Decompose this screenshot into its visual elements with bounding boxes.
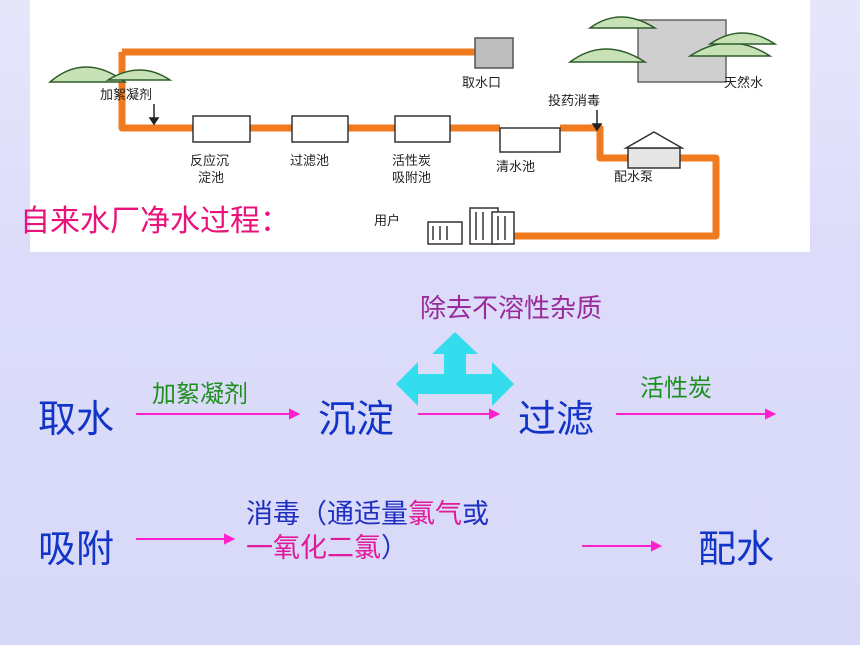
clear-tank-icon (499, 127, 561, 153)
filter-tank-label: 过滤池 (290, 154, 330, 169)
arrow-take-to-sediment (136, 408, 301, 420)
arrow-adsorb-to-disinfect (136, 533, 236, 545)
schematic-drawing (30, 0, 810, 252)
coagulant-diagram-label: 加絮凝剂 (100, 88, 153, 103)
chlorine-text: 氯气 (408, 499, 462, 530)
reaction-tank-icon (192, 115, 251, 143)
disinfect-diagram-label: 投药消毒 (548, 94, 601, 109)
remove-impurities-arrow (396, 332, 514, 406)
arrow-sediment-to-filter (418, 408, 501, 420)
step-take-water: 取水 (38, 397, 115, 441)
user-buildings-icon (427, 207, 515, 245)
note-remove-insoluble: 除去不溶性杂质 (420, 294, 603, 324)
intake-building-icon (474, 37, 514, 69)
note-disinfect: 消毒（通适量氯气或 一氧化二氯） (246, 498, 489, 566)
step-filter: 过滤 (518, 397, 595, 441)
reaction-tank-label-line1: 反应沉 (190, 154, 230, 169)
user-label: 用户 (374, 214, 401, 229)
disinfect-text: 消毒（通适量 (246, 499, 408, 530)
disinfect-line1: 消毒（通适量氯气或 (246, 498, 489, 532)
natural-water-label: 天然水 (724, 76, 764, 91)
disinfect-or-text: 或 (462, 499, 489, 530)
pump-icon (623, 131, 685, 169)
pump-label: 配水泵 (614, 170, 654, 185)
carbon-tank-label-line1: 活性炭 (392, 154, 432, 169)
intake-label: 取水口 (462, 76, 502, 91)
disinfect-line2: 一氧化二氯） (246, 532, 489, 566)
step-adsorb: 吸附 (38, 527, 115, 571)
note-coagulant: 加絮凝剂 (152, 380, 248, 408)
arrow-filter-to-adsorb (616, 408, 777, 420)
carbon-tank-icon (394, 115, 451, 143)
step-distribute: 配水 (698, 527, 775, 571)
process-title: 自来水厂净水过程： (20, 204, 290, 239)
disinfect-close-text: ） (381, 533, 408, 564)
note-activated-carbon: 活性炭 (640, 374, 712, 402)
arrow-disinfect-to-distribute (582, 540, 663, 552)
step-sediment: 沉淀 (318, 397, 395, 441)
water-plant-schematic: 取水口 天然水 加絮凝剂 投药消毒 反应沉 淀池 过滤池 活性炭 吸附池 清水池… (30, 0, 810, 252)
filter-tank-icon (291, 115, 349, 143)
carbon-tank-label-line2: 吸附池 (392, 171, 432, 186)
tree-icon (47, 66, 173, 83)
cl2o-text: 一氧化二氯 (246, 533, 381, 564)
clear-tank-label: 清水池 (496, 160, 536, 175)
reaction-tank-label-line2: 淀池 (198, 171, 225, 186)
tree-icon (567, 16, 778, 63)
